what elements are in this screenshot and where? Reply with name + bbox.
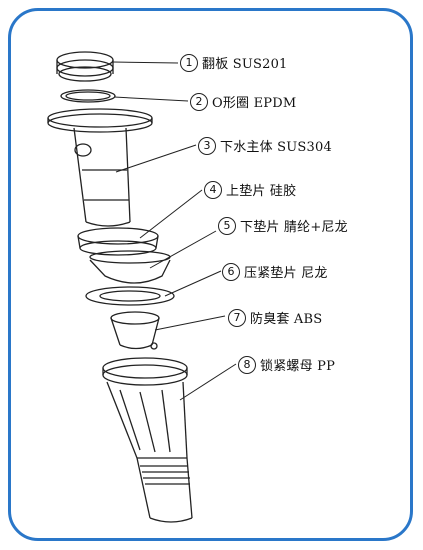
callout-label: 锁紧螺母 PP xyxy=(260,359,336,374)
callout-1: 1 翻板 SUS201 xyxy=(180,53,288,72)
part-o-ring xyxy=(60,89,116,103)
callout-label: 压紧垫片 尼龙 xyxy=(244,266,328,281)
callout-label: 上垫片 硅胶 xyxy=(226,184,297,199)
part-lower-gasket xyxy=(89,250,171,284)
callout-label: 防臭套 ABS xyxy=(250,312,323,327)
callout-7: 7 防臭套 ABS xyxy=(228,308,322,327)
callout-8: 8 锁紧螺母 PP xyxy=(238,355,335,374)
part-locking-nut xyxy=(102,357,193,523)
leader-lines xyxy=(112,61,237,401)
diagram-frame xyxy=(8,8,413,541)
part-odor-sleeve xyxy=(110,311,160,350)
part-upper-gasket xyxy=(77,227,159,256)
callout-6: 6 压紧垫片 尼龙 xyxy=(222,262,328,281)
callout-2: 2 O形圈 EPDM xyxy=(190,92,296,111)
callout-number: 5 xyxy=(218,216,236,235)
callout-4: 4 上垫片 硅胶 xyxy=(204,180,296,199)
part-flap xyxy=(56,51,114,82)
callout-3: 3 下水主体 SUS304 xyxy=(198,136,332,155)
callout-number: 7 xyxy=(228,308,246,327)
callout-number: 1 xyxy=(180,53,198,72)
callout-label: 下水主体 SUS304 xyxy=(220,140,332,155)
part-drain-body xyxy=(47,108,153,227)
callout-number: 2 xyxy=(190,92,208,111)
callout-number: 8 xyxy=(238,355,256,374)
callout-5: 5 下垫片 腈纶+尼龙 xyxy=(218,216,348,235)
callout-label: O形圈 EPDM xyxy=(212,96,297,111)
callout-label: 下垫片 腈纶+尼龙 xyxy=(240,220,348,235)
callout-number: 3 xyxy=(198,136,216,155)
callout-number: 6 xyxy=(222,262,240,281)
part-compression-gasket xyxy=(85,286,175,306)
callout-number: 4 xyxy=(204,180,222,199)
callout-label: 翻板 SUS201 xyxy=(202,57,288,72)
